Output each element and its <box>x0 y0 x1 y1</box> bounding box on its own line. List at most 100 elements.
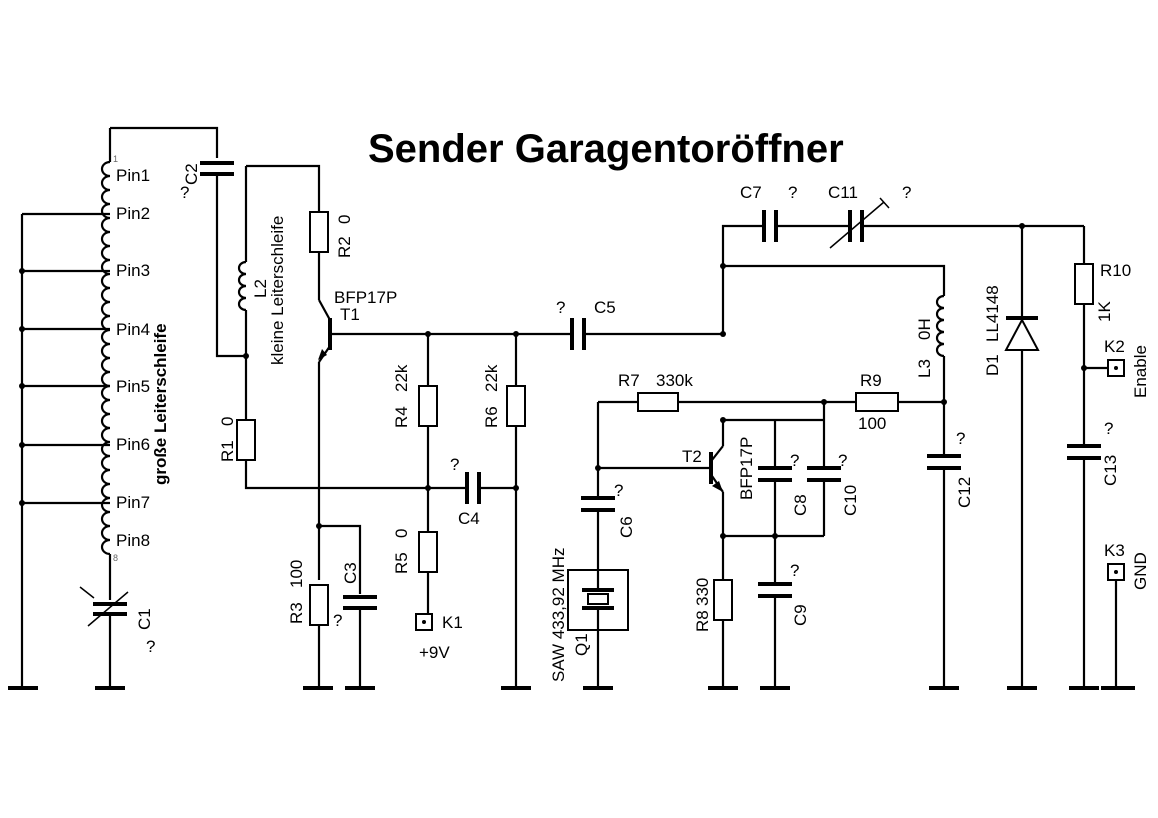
r5-ref: R5 <box>392 552 411 574</box>
pin6-label: Pin6 <box>116 435 150 454</box>
capacitor-c9 <box>758 536 792 688</box>
c2-value: ? <box>180 183 189 202</box>
c4-value: ? <box>450 455 459 474</box>
l3-ref: L3 <box>915 359 934 378</box>
r1-value: 0 <box>218 417 237 426</box>
capacitor-c5 <box>428 318 723 350</box>
page-title: Sender Garagentoröffner <box>368 127 844 171</box>
c5-value: ? <box>556 298 565 317</box>
r2-value: 0 <box>335 215 354 224</box>
r5-value: 0 <box>392 529 411 538</box>
k3-ref: K3 <box>1104 541 1125 560</box>
connector-k3 <box>1107 563 1125 688</box>
big-loop-inductor <box>19 126 219 688</box>
inductor-l2 <box>237 164 428 490</box>
saw-resonator-q1 <box>567 569 629 688</box>
big-loop-label: große Leiterschleife <box>151 323 170 485</box>
r4-value: 22k <box>392 364 411 392</box>
r7-value: 330k <box>656 371 693 390</box>
c11-ref: C11 <box>828 183 858 202</box>
pin8-label: Pin8 <box>116 531 150 550</box>
capacitor-c2 <box>200 161 246 358</box>
c10-ref: C10 <box>841 485 860 516</box>
pin7-label: Pin7 <box>116 493 150 512</box>
c5-ref: C5 <box>594 298 616 317</box>
pin4-label: Pin4 <box>116 320 150 339</box>
t1-ref: T1 <box>340 305 360 324</box>
c9-ref: C9 <box>791 604 810 626</box>
d1-value: LL4148 <box>983 285 1002 342</box>
pin3-label: Pin3 <box>116 261 150 280</box>
r3-value: 100 <box>287 560 306 588</box>
r9-value: 100 <box>858 414 886 433</box>
c13-value: ? <box>1104 419 1113 438</box>
diode-d1 <box>1004 226 1040 688</box>
r6-value: 22k <box>482 364 501 392</box>
c9-value: ? <box>790 561 799 580</box>
d1-ref: D1 <box>983 354 1002 376</box>
c10-value: ? <box>838 451 847 470</box>
c6-ref: C6 <box>617 516 636 538</box>
k2-ref: K2 <box>1104 337 1125 356</box>
resistor-r1 <box>236 419 256 461</box>
resistor-r8 <box>713 536 733 688</box>
r9-ref: R9 <box>860 371 882 390</box>
r10-value: 1K <box>1095 301 1114 322</box>
capacitor-c6 <box>581 496 615 570</box>
capacitor-c8 <box>758 420 792 536</box>
c1-ref: C1 <box>135 608 154 630</box>
pin2-label: Pin2 <box>116 204 150 223</box>
q1-ref: Q1 <box>572 633 591 656</box>
k1-value: +9V <box>419 643 450 662</box>
c3-ref: C3 <box>341 562 360 584</box>
resistor-r7 <box>595 392 944 498</box>
transistor-t2 <box>598 417 824 539</box>
capacitor-c4 <box>428 472 516 504</box>
t2-value: BFP17P <box>737 437 756 500</box>
q1-value: SAW 433,92 MHz <box>549 548 568 682</box>
l2-ref: L2 <box>251 279 270 298</box>
t1-value: BFP17P <box>334 288 397 307</box>
capacitor-c12 <box>927 454 961 688</box>
c1-value: ? <box>146 637 155 656</box>
pin1-label: Pin1 <box>116 166 150 185</box>
r2-ref: R2 <box>335 236 354 258</box>
c12-value: ? <box>956 429 965 448</box>
c8-value: ? <box>790 451 799 470</box>
r8-value: 330 <box>693 578 712 606</box>
resistor-r4 <box>418 331 438 532</box>
r4-ref: R4 <box>392 406 411 428</box>
r10-ref: R10 <box>1100 261 1131 280</box>
inductor-l3 <box>935 294 947 456</box>
transistor-t1 <box>317 299 428 580</box>
top-rail <box>720 197 1084 337</box>
resistor-r10 <box>1067 226 1125 688</box>
capacitor-c3 <box>343 595 377 688</box>
c12-ref: C12 <box>955 477 974 508</box>
c4-ref: C4 <box>458 509 480 528</box>
r6-ref: R6 <box>482 406 501 428</box>
c2-ref: C2 <box>182 163 201 185</box>
resistor-r2 <box>309 211 329 300</box>
c13-ref: C13 <box>1101 455 1120 486</box>
r3-extra: ? <box>333 611 342 630</box>
pin-number: 8 <box>113 553 118 563</box>
r7-ref: R7 <box>618 371 640 390</box>
resistor-r3 <box>309 523 362 688</box>
l2-value: kleine Leiterschleife <box>268 216 287 365</box>
r3-ref: R3 <box>287 602 306 624</box>
c6-value: ? <box>614 481 623 500</box>
pin-number: 1 <box>113 154 118 164</box>
r8-ref: R8 <box>693 610 712 632</box>
resistor-r6 <box>506 331 526 688</box>
k2-value: Enable <box>1131 345 1150 398</box>
c7-ref: C7 <box>740 183 762 202</box>
c11-value: ? <box>902 183 911 202</box>
resistor-r5 <box>415 531 438 631</box>
k1-ref: K1 <box>442 613 463 632</box>
r1-ref: R1 <box>218 440 237 462</box>
l3-value: 0H <box>915 318 934 340</box>
capacitor-c10 <box>807 402 841 536</box>
pin5-label: Pin5 <box>116 377 150 396</box>
